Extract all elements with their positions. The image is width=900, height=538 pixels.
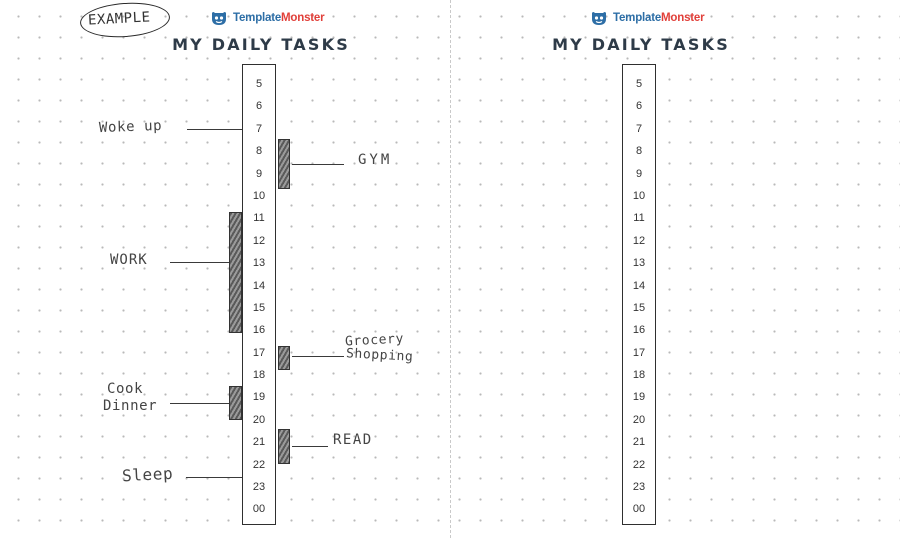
page-divider [450, 0, 451, 538]
hour-label: 14 [632, 279, 646, 292]
hour-label: 12 [252, 234, 266, 247]
hour-label: 5 [635, 78, 643, 90]
brand-logo: TemplateMonster [210, 9, 325, 27]
page-title: MY DAILY TASKS [172, 35, 350, 54]
hour-column: 5 6 7 8 9 10 11 12 13 14 15 16 17 18 19 … [242, 64, 276, 525]
hour-label: 6 [255, 100, 263, 113]
woke-up-line [187, 129, 242, 130]
hour-label: 8 [255, 145, 263, 158]
read-time-block [278, 429, 290, 464]
annotation-woke-up: Woke up [98, 117, 163, 137]
grocery-time-block [278, 346, 290, 370]
sleep-line [186, 477, 242, 478]
hour-label: 9 [255, 167, 263, 180]
hour-label: 23 [252, 481, 266, 494]
hour-label: 20 [632, 413, 646, 426]
hour-label: 22 [252, 458, 266, 471]
hour-label: 10 [632, 189, 646, 202]
example-label: EXAMPLE [87, 9, 151, 29]
template-monster-logo-icon [592, 11, 606, 25]
annotation-gym: GYM [358, 152, 393, 168]
hour-label: 7 [635, 122, 643, 135]
hour-label: 17 [252, 346, 266, 359]
hour-label: 11 [633, 212, 645, 225]
hour-label: 22 [632, 458, 646, 471]
work-time-block [229, 212, 242, 333]
blank-planner-panel: TemplateMonster MY DAILY TASKS 5 6 7 8 9… [451, 0, 900, 538]
gym-time-block [278, 139, 290, 189]
hour-label: 9 [635, 167, 643, 180]
hour-label: 23 [632, 481, 646, 494]
annotation-read: READ [333, 432, 373, 448]
hour-label: 6 [635, 100, 643, 113]
annotation-work: WORK [110, 252, 148, 268]
gym-line [292, 164, 344, 165]
hour-label: 15 [252, 301, 266, 314]
annotation-cook-line1: Cook [107, 381, 144, 397]
hour-label: 5 [255, 78, 263, 90]
hour-label: 21 [632, 436, 646, 449]
example-planner-panel: EXAMPLE TemplateMonster MY DAILY TASKS 5… [0, 0, 449, 538]
hour-label: 17 [632, 346, 646, 359]
work-line [170, 262, 229, 263]
hour-label: 10 [252, 189, 266, 202]
hour-label: 19 [632, 391, 646, 404]
hour-label: 13 [252, 257, 266, 270]
hour-column: 5 6 7 8 9 10 11 12 13 14 15 16 17 18 19 … [622, 64, 656, 525]
annotation-cook-line2: Dinner [103, 398, 158, 414]
hour-label: 16 [252, 324, 266, 337]
hour-label: 21 [252, 436, 266, 449]
hour-label: 00 [252, 503, 266, 516]
hour-label: 14 [252, 279, 266, 292]
brand-name-part1: Template [233, 12, 282, 24]
cook-time-block [229, 386, 242, 420]
read-line [292, 446, 328, 447]
cook-line [170, 403, 229, 404]
template-monster-logo-icon [212, 11, 226, 25]
hour-label: 16 [632, 324, 646, 337]
hour-label: 19 [252, 391, 266, 404]
annotation-sleep: Sleep [121, 463, 174, 486]
hour-label: 13 [632, 257, 646, 270]
brand-logo: TemplateMonster [590, 9, 705, 27]
brand-name-part1: Template [613, 12, 662, 24]
hour-label: 12 [632, 234, 646, 247]
hour-label: 7 [255, 122, 263, 135]
brand-name-part2: Monster [281, 12, 325, 24]
hour-label: 00 [632, 503, 646, 516]
page-title: MY DAILY TASKS [552, 35, 730, 54]
hour-label: 15 [632, 301, 646, 314]
hour-label: 8 [635, 145, 643, 158]
hour-label: 18 [632, 369, 646, 382]
hour-label: 18 [252, 369, 266, 382]
hour-list: 5 6 7 8 9 10 11 12 13 14 15 16 17 18 19 … [243, 65, 275, 521]
grocery-line [292, 356, 344, 357]
hour-label: 20 [252, 413, 266, 426]
brand-name-part2: Monster [661, 12, 705, 24]
hour-label: 11 [253, 212, 265, 225]
annotation-grocery-line2: Shopping [345, 346, 414, 365]
hour-list: 5 6 7 8 9 10 11 12 13 14 15 16 17 18 19 … [623, 65, 655, 521]
